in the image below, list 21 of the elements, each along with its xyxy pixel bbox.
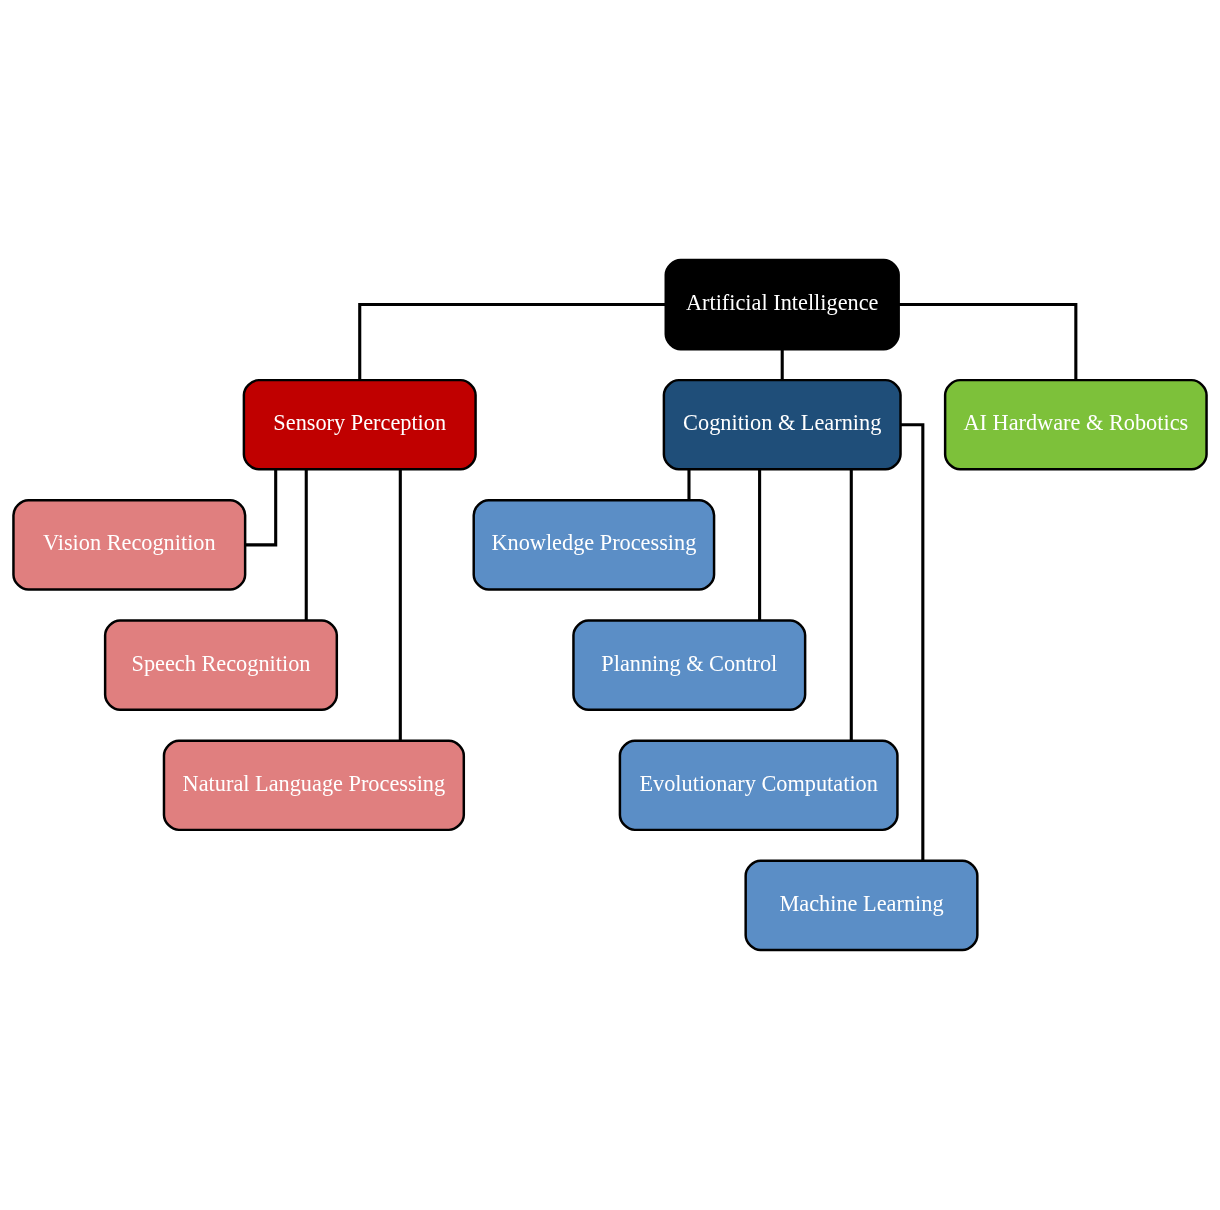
node-box: Knowledge Processing (472, 499, 716, 591)
node-box: Artificial Intelligence (664, 258, 900, 351)
node-box: Natural Language Processing (162, 739, 466, 832)
connector (358, 303, 666, 380)
node-box: Planning & Control (572, 619, 807, 711)
connector (687, 469, 691, 501)
connector (900, 423, 925, 861)
connector (758, 469, 762, 621)
connector (849, 469, 853, 741)
connector (898, 303, 1078, 380)
connector (398, 469, 402, 741)
connector (245, 469, 278, 547)
node-box: Vision Recognition (12, 499, 247, 591)
node-box: Sensory Perception (242, 378, 477, 471)
node-box: Speech Recognition (103, 619, 339, 711)
node-box: Machine Learning (744, 859, 979, 952)
node-box: Cognition & Learning (662, 378, 902, 471)
connector (780, 349, 784, 380)
connector (304, 469, 308, 621)
node-box: AI Hardware & Robotics (943, 378, 1208, 471)
node-box: Evolutionary Computation (618, 739, 899, 832)
